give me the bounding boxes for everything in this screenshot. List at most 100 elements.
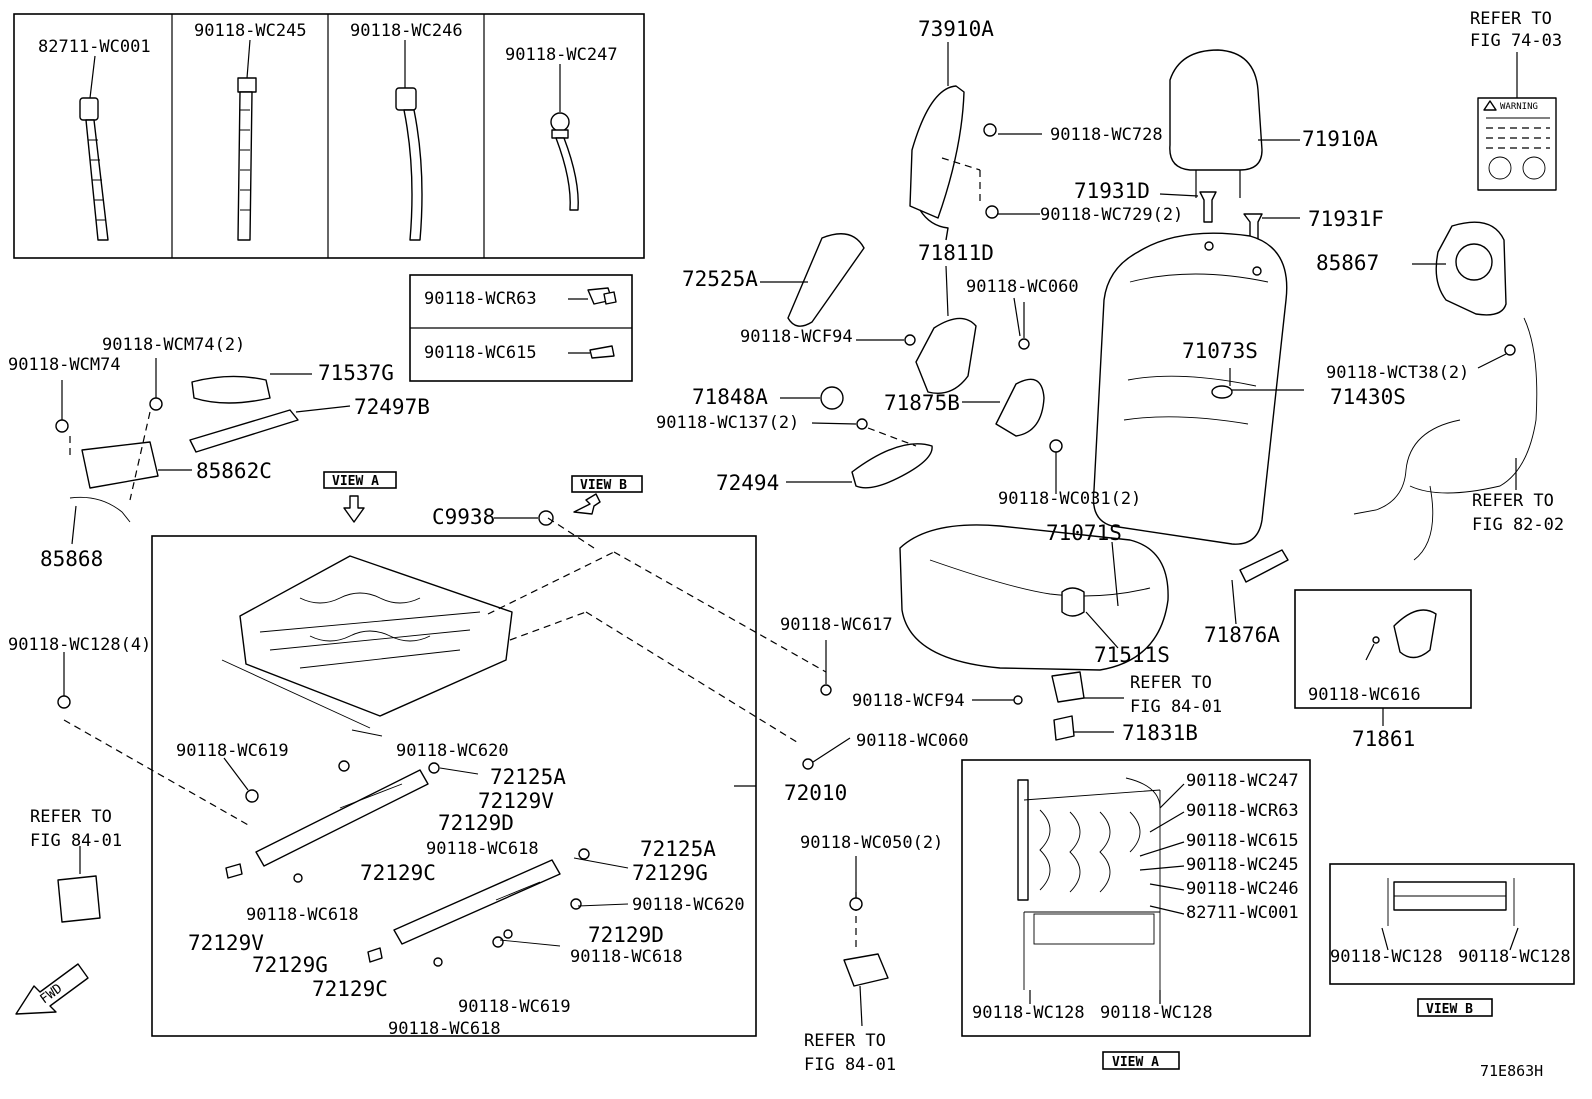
part-label: 72129C — [360, 861, 436, 885]
part-label: 71910A — [1302, 127, 1378, 151]
cable-tie-icon — [237, 77, 257, 241]
view-a-tag-text: VIEW A — [332, 474, 379, 489]
refer-fig7403-line2: FIG 74-03 — [1470, 31, 1562, 51]
warning-triangle-icon — [1483, 100, 1497, 111]
part-label: 71831B — [1122, 721, 1198, 745]
part-label: REFER TO — [804, 1031, 886, 1051]
view-b-caption: VIEW B — [1417, 998, 1493, 1017]
part-71861-panel — [1294, 589, 1472, 726]
part-label: 90118-WC128(4) — [8, 635, 151, 655]
part-label: 90118-WC619 — [176, 741, 289, 761]
view-b-panel — [1329, 863, 1575, 985]
refer-fig7403-line1: REFER TO — [1470, 9, 1552, 29]
part-label: 72129D — [588, 923, 664, 947]
view-a-caption: VIEW A — [1102, 1051, 1180, 1070]
left-mechanism: FWD — [15, 358, 351, 1015]
cable-tie-panel: 82711-WC001 90118-WC245 90118-WC246 9011… — [13, 13, 645, 259]
part-label: 71876A — [1204, 623, 1280, 647]
part-label: 90118-WC031(2) — [998, 489, 1141, 509]
view-tag-a: VIEW A — [323, 471, 397, 489]
clip-icon — [587, 287, 617, 305]
part-label: 90118-WC620 — [396, 741, 509, 761]
clip-panel: 90118-WCR63 90118-WC615 — [409, 274, 633, 382]
part-label: 90118-WC618 — [570, 947, 683, 967]
part-label: 90118-WC728 — [1050, 125, 1163, 145]
part-label: 71811D — [918, 241, 994, 265]
view-arrow-icon — [343, 495, 365, 523]
part-label: FIG 82-02 — [1472, 515, 1564, 535]
part-label: 71931D — [1074, 179, 1150, 203]
part-label: 90118-WCT38(2) — [1326, 363, 1469, 383]
warning-label-part: REFER TO FIG 74-03 WARNING — [1470, 9, 1562, 191]
view-a-label: 90118-WCR63 — [1186, 801, 1299, 821]
tie-label-4: 90118-WC247 — [505, 45, 618, 65]
view-arrow-icon — [573, 493, 601, 515]
clip-label-2: 90118-WC615 — [424, 343, 537, 363]
view-a-label: 90118-WC247 — [1186, 771, 1299, 791]
part-label: 72129G — [632, 861, 708, 885]
part-label: 72129D — [438, 811, 514, 835]
view-a-panel — [961, 759, 1311, 1037]
view-b-label: 90118-WC128 — [1458, 947, 1571, 967]
cable-tie-icon — [79, 97, 109, 241]
part-label: 90118-WC618 — [246, 905, 359, 925]
part-label: 71073S — [1182, 339, 1258, 363]
clip-label-1: 90118-WCR63 — [424, 289, 537, 309]
warning-text: WARNING — [1500, 102, 1538, 112]
view-a-label: 90118-WC128 — [1100, 1003, 1213, 1023]
part-labels: 73910A 90118-WC728 71910A 71931D 90118-W… — [8, 17, 1571, 1080]
part-label: 85868 — [40, 547, 103, 571]
part-label: C9938 — [432, 505, 495, 529]
part-label: 73910A — [918, 17, 994, 41]
part-label: 90118-WC060 — [966, 277, 1079, 297]
cable-tie-icon — [550, 112, 579, 211]
part-label: 90118-WC060 — [856, 731, 969, 751]
tie-label-2: 90118-WC245 — [194, 21, 307, 41]
ecu-part — [843, 856, 889, 1027]
part-label: 85867 — [1316, 251, 1379, 275]
part-label: 90118-WC729(2) — [1040, 205, 1183, 225]
part-label: 72497B — [354, 395, 430, 419]
part-label: 72494 — [716, 471, 779, 495]
part-label: 90118-WC620 — [632, 895, 745, 915]
part-label: 71071S — [1046, 521, 1122, 545]
part-label: 85862C — [196, 459, 272, 483]
part-label: 90118-WC050(2) — [800, 833, 943, 853]
fwd-arrow-icon: FWD — [15, 963, 89, 1015]
part-label: 72129G — [252, 953, 328, 977]
part-label: 90118-WC618 — [426, 839, 539, 859]
part-label: REFER TO — [1472, 491, 1554, 511]
part-label: 90118-WCF94 — [740, 327, 853, 347]
part-label: 72525A — [682, 267, 758, 291]
view-a-label: 90118-WC245 — [1186, 855, 1299, 875]
view-a-label: 90118-WC128 — [972, 1003, 1085, 1023]
part-label: FIG 84-01 — [1130, 697, 1222, 717]
seat-assembly — [494, 49, 1538, 770]
part-label: REFER TO — [1130, 673, 1212, 693]
view-a-caption-text: VIEW A — [1112, 1055, 1159, 1070]
clip-icon — [589, 345, 615, 359]
part-label: 72129V — [478, 789, 554, 813]
part-label: 90118-WC137(2) — [656, 413, 799, 433]
part-label: 72010 — [784, 781, 847, 805]
part-label: 90118-WCF94 — [852, 691, 965, 711]
view-b-label: 90118-WC128 — [1330, 947, 1443, 967]
part-label: 90118-WC618 — [388, 1019, 501, 1039]
seat-frame-panel — [151, 535, 757, 1037]
diagram-code: 71E863H — [1480, 1062, 1543, 1080]
part-label: 71931F — [1308, 207, 1384, 231]
part-label: 71511S — [1094, 643, 1170, 667]
view-a-label: 90118-WC246 — [1186, 879, 1299, 899]
part-label: 71875B — [884, 391, 960, 415]
part-label: FIG 84-01 — [804, 1055, 896, 1075]
part-label: FIG 84-01 — [30, 831, 122, 851]
part-label: 71861 — [1352, 727, 1415, 751]
view-tag-b: VIEW B — [571, 475, 643, 493]
part-label: 71537G — [318, 361, 394, 385]
tie-label-1: 82711-WC001 — [38, 37, 151, 57]
part-label: REFER TO — [30, 807, 112, 827]
tie-label-3: 90118-WC246 — [350, 21, 463, 41]
part-label: 72125A — [640, 837, 716, 861]
part-label: 90118-WCM74(2) — [102, 335, 245, 355]
